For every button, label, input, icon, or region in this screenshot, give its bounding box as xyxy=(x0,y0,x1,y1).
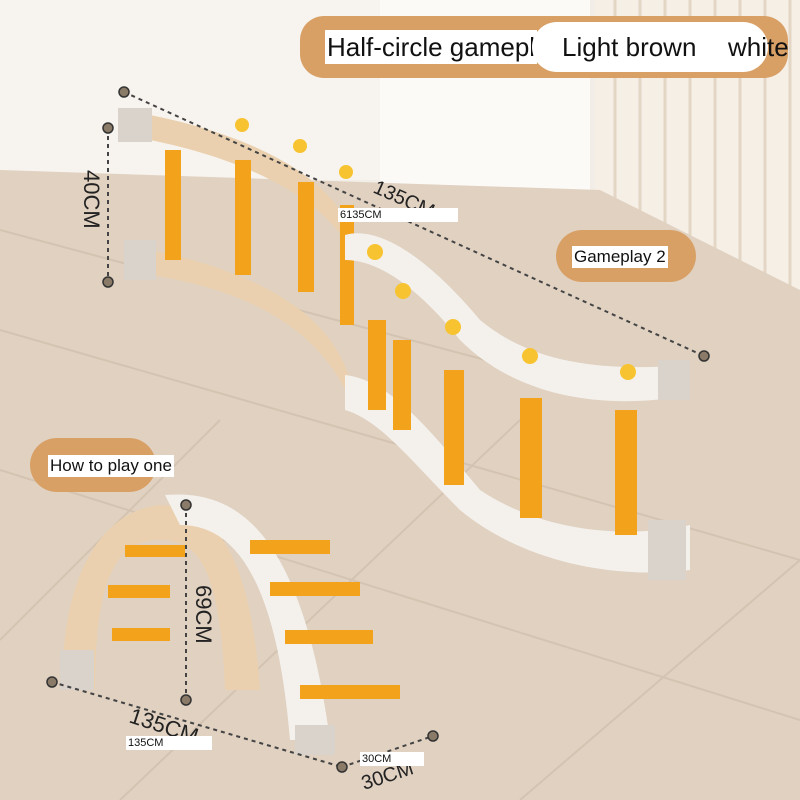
variant-tag-white: white xyxy=(728,32,789,62)
dimension-endpoints xyxy=(46,86,710,773)
dim-135cm-arch-overlay: 135CM xyxy=(126,736,212,750)
gameplay-2-label: Gameplay 2 xyxy=(572,246,668,268)
dimension-lines xyxy=(51,91,705,768)
dim-69cm-printed: 69CM xyxy=(191,585,216,644)
floor xyxy=(0,170,800,800)
dim-6135cm-overlay: 6135CM xyxy=(338,208,458,222)
variant-tag-light-brown: Light brown xyxy=(532,22,768,72)
white-beam xyxy=(345,233,690,580)
variant-tag-half-circle: Half-circle gamepl xyxy=(325,30,538,64)
how-to-play-one-label: How to play one xyxy=(48,455,174,477)
light-brown-beam xyxy=(118,108,354,400)
dim-30cm-overlay: 30CM xyxy=(360,752,424,766)
arch-climber xyxy=(60,494,400,755)
dim-40cm-printed: 40CM xyxy=(79,170,104,229)
